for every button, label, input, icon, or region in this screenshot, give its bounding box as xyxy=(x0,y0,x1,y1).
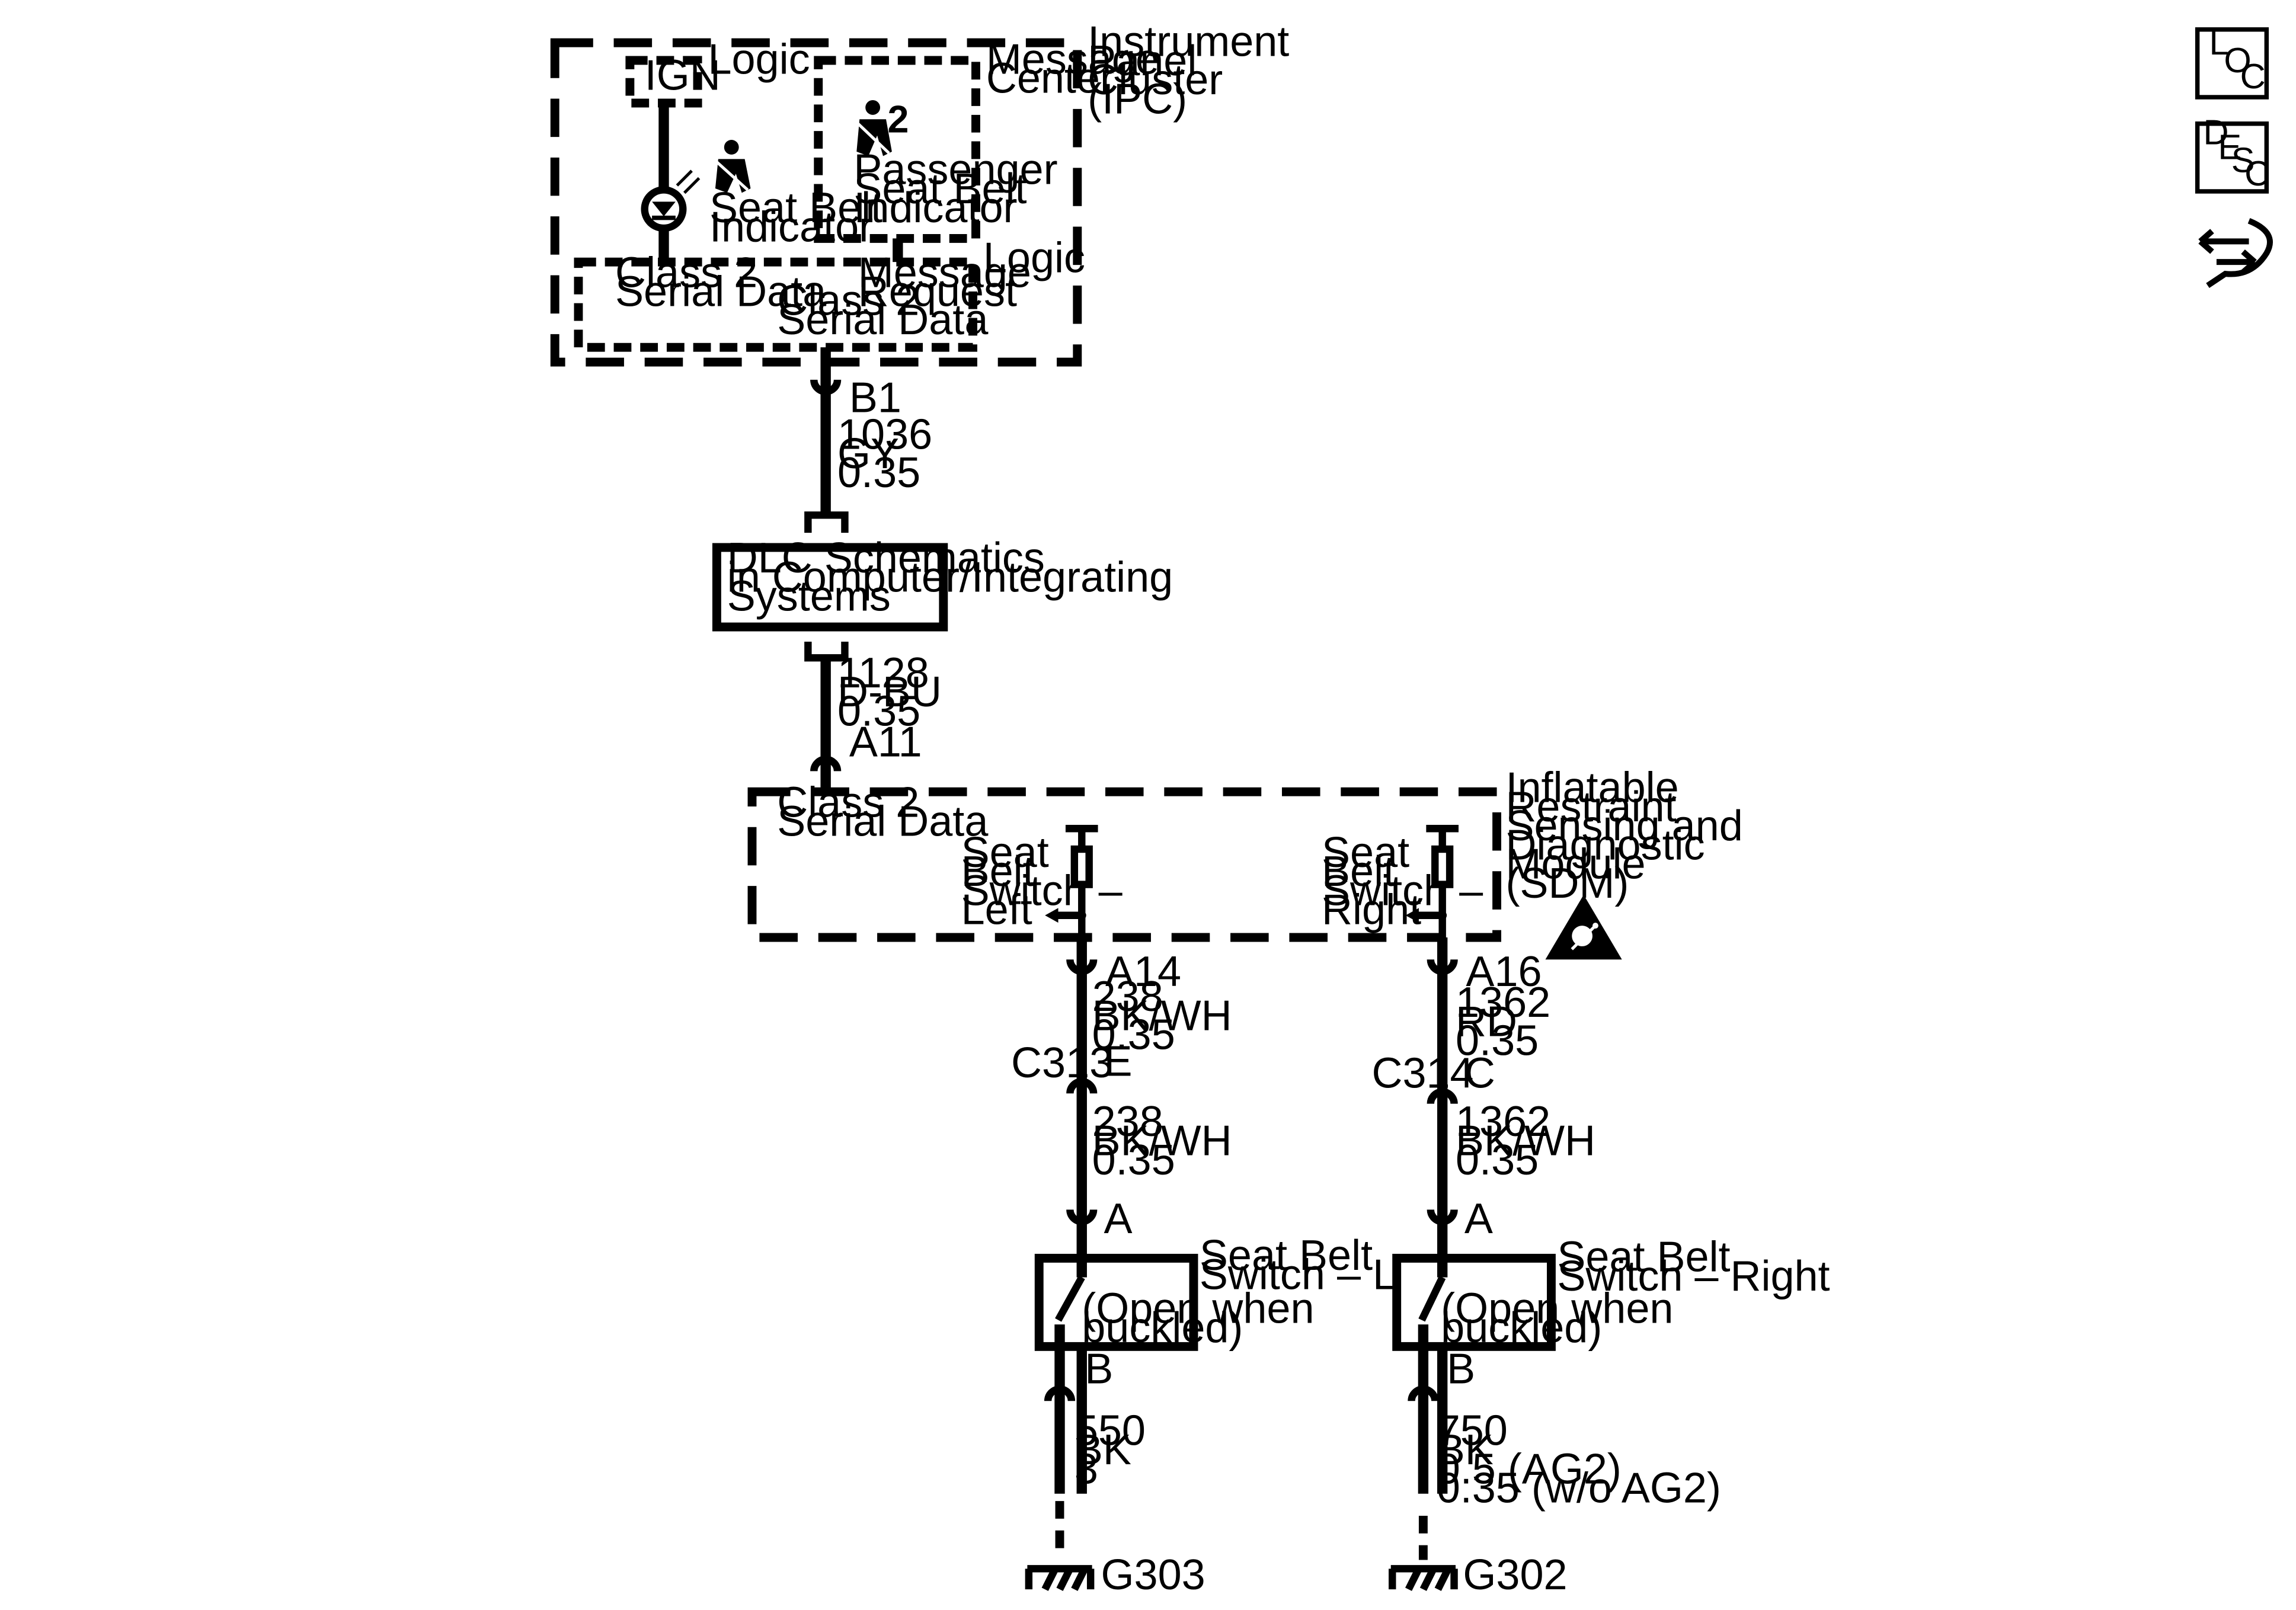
instrument-panel-cluster: Instrument Panel Cluster (IPC) IGN Logic… xyxy=(550,18,1301,367)
seat-belt-indicator-label: Seat Belt Indicator xyxy=(709,184,894,251)
loc-icon-c: C xyxy=(2240,56,2266,96)
connector-a14-label: A14 xyxy=(1105,948,1181,996)
dlc-schematics-box[interactable] xyxy=(712,543,948,632)
connector-b1-label: B1 xyxy=(849,374,901,421)
wire-1362-upper-label: 1362 RD 0.35 xyxy=(1456,979,1562,1065)
sdm-seat-belt-switch-left-label: Seat Belt Switch – Left xyxy=(961,829,1134,934)
connector-c314-label: C314 xyxy=(1371,1049,1473,1097)
desc-icon-s: S xyxy=(2231,140,2255,180)
wire-550-label: 550 BK 3 xyxy=(1075,1407,1157,1493)
connector-c314 xyxy=(1427,1088,1458,1105)
seat-belt-switch-right-note: (Open when buckled) xyxy=(1441,1285,1685,1352)
sdm-module: Inflatable Restraint Sensing and Diagnos… xyxy=(747,764,1754,960)
dlc-schematics-label: DLC Schematics in Computer/Integrating S… xyxy=(727,534,1185,620)
connector-a16-label: A16 xyxy=(1466,948,1542,996)
wire-1362-lower-label: 1362 BK/WH 0.35 xyxy=(1456,1098,1607,1184)
connector-a14 xyxy=(1066,959,1098,975)
wire-1036-label: 1036 GY 0.35 xyxy=(837,411,944,497)
desc-icon-e: E xyxy=(2218,127,2241,167)
connector-left-switch-b xyxy=(1044,1385,1076,1401)
connector-a16 xyxy=(1427,959,1458,975)
desc-icon-d: D xyxy=(2204,112,2229,152)
sdm-class2-serial-data: Class 2 Serial Data xyxy=(777,779,989,845)
right-seat-belt-circuit: A16 1362 RD 0.35 C314 C 1362 BK/WH 0.35 … xyxy=(1371,937,1830,1599)
wiring-harness-icon[interactable] xyxy=(2198,218,2273,289)
class2-serial-data-left: Class 2 Serial Data xyxy=(615,249,827,315)
class2-serial-data-center: Class 2 Serial Data xyxy=(777,277,989,344)
connector-c314-pin: C xyxy=(1464,1049,1495,1097)
loc-icon-o: O xyxy=(2224,40,2251,80)
ipc-label: Instrument Panel Cluster (IPC) xyxy=(1088,18,1301,123)
ign-label: IGN xyxy=(645,52,721,100)
loc-icon-l: L xyxy=(2209,23,2228,62)
connector-a11-label: A11 xyxy=(849,719,922,766)
connector-left-switch-a xyxy=(1066,1209,1098,1225)
connector-right-switch-b xyxy=(1408,1385,1439,1401)
message-center-label: Message Center xyxy=(986,36,1171,102)
sdm-seat-belt-switch-right-label: Seat Belt Switch – Right xyxy=(1322,829,1495,934)
connector-left-switch-a-label: A xyxy=(1104,1195,1133,1243)
connector-c313-label: C313 xyxy=(1011,1039,1113,1087)
sdm-label: Inflatable Restraint Sensing and Diagnos… xyxy=(1505,764,1754,907)
connector-a11 xyxy=(810,756,842,772)
seat-belt-switch-right-label: Seat Belt Switch – Right xyxy=(1557,1234,1830,1300)
connector-left-switch-b-label: B xyxy=(1085,1345,1113,1393)
wire-238-upper-label: 238 BK/WH 0.35 xyxy=(1092,973,1244,1059)
airbag-warning-icon xyxy=(1545,894,1622,960)
message-request-label: Message Request xyxy=(858,249,1043,315)
seat-belt-indicator-lamp-icon xyxy=(641,169,701,232)
desc-icon-c: C xyxy=(2244,153,2270,193)
logic-bottom-label: Logic xyxy=(983,235,1085,282)
ground-g303-label: G303 xyxy=(1101,1551,1205,1599)
passenger-icon-digit: 2 xyxy=(887,98,909,141)
ground-g302-label: G302 xyxy=(1463,1551,1567,1599)
connector-right-switch-b-label: B xyxy=(1447,1345,1475,1393)
left-seat-belt-circuit: A14 238 BK/WH 0.35 C313 E 238 BK/WH 0.35… xyxy=(1011,937,1444,1599)
connector-b1 xyxy=(810,379,842,395)
location-button[interactable]: L O C xyxy=(2195,23,2269,100)
ground-g302-icon xyxy=(1389,1565,1458,1591)
ground-g303-icon xyxy=(1025,1565,1095,1591)
seat-belt-switch-left-note: (Open when buckled) xyxy=(1082,1285,1326,1352)
connector-c313 xyxy=(1066,1078,1098,1094)
connector-c313-pin: E xyxy=(1104,1038,1133,1085)
connector-right-switch-a-label: A xyxy=(1464,1195,1493,1243)
wire-238-lower-label: 238 BK/WH 0.35 xyxy=(1092,1098,1244,1184)
logic-top-label: Logic xyxy=(708,36,810,83)
passenger-seat-belt-icon: 2 xyxy=(856,98,909,156)
wire-750-label: 750 BK 0.5 (AG2) 0.35 (w/o AG2) xyxy=(1437,1407,1721,1512)
description-button[interactable]: D E S C xyxy=(2195,112,2271,194)
wire-1128-label: 1128 D-BU 0.35 xyxy=(837,649,954,735)
passenger-seat-belt-indicator-label: Passenger Seat Belt Indicator xyxy=(853,146,1069,232)
connector-right-switch-a xyxy=(1427,1209,1458,1225)
seat-belt-icon xyxy=(715,140,751,193)
